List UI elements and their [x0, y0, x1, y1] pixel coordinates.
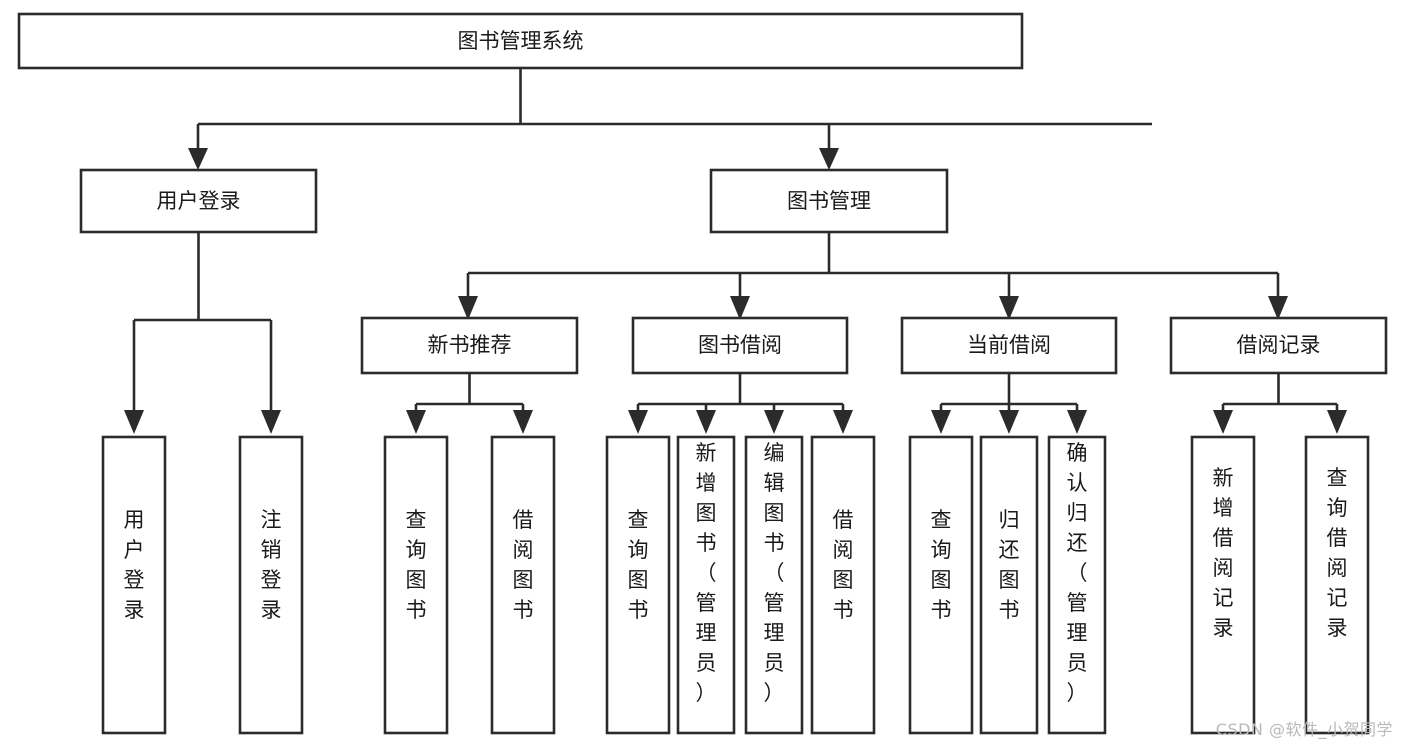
leaf-current-return-book[interactable]: 归还图书	[979, 435, 1039, 735]
connector-user-login-to-leaves	[124, 232, 281, 434]
node-book-management-label: 图书管理	[787, 189, 871, 213]
arrow-head-icon	[458, 296, 478, 320]
node-user-login[interactable]: 用户登录	[79, 168, 318, 234]
leaf-box[interactable]	[810, 435, 876, 735]
arrow-head-icon	[1268, 296, 1288, 320]
leaf-label: 查询图书	[931, 508, 952, 622]
leaf-label: 新增图书（管理员）	[696, 441, 717, 705]
node-new-book-recommend[interactable]: 新书推荐	[360, 316, 579, 375]
leaf-borrow-borrow-book[interactable]: 借阅图书	[810, 435, 876, 735]
arrow-head-icon	[999, 296, 1019, 320]
node-root[interactable]: 图书管理系统	[17, 12, 1024, 70]
arrow-head-icon	[1327, 410, 1347, 434]
leaf-box[interactable]	[238, 435, 304, 735]
arrow-head-icon	[999, 410, 1019, 434]
leaf-box[interactable]	[1190, 435, 1256, 735]
leaf-label: 编辑图书（管理员）	[764, 441, 785, 705]
leaf-label: 查询图书	[406, 508, 427, 622]
arrow-head-icon	[406, 410, 426, 434]
connector-current-borrow-to-leaves	[931, 373, 1087, 434]
arrow-head-icon	[188, 148, 208, 170]
node-user-login-box[interactable]	[79, 168, 318, 234]
arrow-head-icon	[819, 148, 839, 170]
node-root-label: 图书管理系统	[458, 29, 584, 53]
connector-new-book-recommend-to-leaves	[406, 373, 533, 434]
leaf-label: 归还图书	[999, 508, 1020, 622]
leaf-label: 确认归还（管理员）	[1067, 441, 1088, 705]
leaf-label: 新增借阅记录	[1213, 466, 1234, 640]
arrow-head-icon	[730, 296, 750, 320]
leaf-record-add-record[interactable]: 新增借阅记录	[1190, 435, 1256, 735]
arrow-head-icon	[124, 410, 144, 434]
connector-borrow-record-to-leaves	[1213, 373, 1347, 434]
node-book-borrow-label: 图书借阅	[698, 333, 782, 357]
connector-book-management-to-level2	[458, 232, 1288, 320]
leaf-box[interactable]	[1304, 435, 1370, 735]
leaf-user-login-logout[interactable]: 注销登录	[238, 435, 304, 735]
arrow-head-icon	[833, 410, 853, 434]
connector-book-borrow-to-leaves	[628, 373, 853, 434]
leaf-borrow-edit-book-admin[interactable]: 编辑图书（管理员）	[744, 435, 804, 735]
leaf-label: 查询借阅记录	[1327, 466, 1348, 640]
node-current-borrow-label: 当前借阅	[967, 333, 1051, 357]
arrow-head-icon	[696, 410, 716, 434]
leaf-label: 借阅图书	[833, 508, 854, 622]
leaf-borrow-add-book-admin[interactable]: 新增图书（管理员）	[676, 435, 736, 735]
leaf-new-book-borrow[interactable]: 借阅图书	[490, 435, 556, 735]
leaf-box[interactable]	[1047, 435, 1107, 735]
leaf-box[interactable]	[101, 435, 167, 735]
node-new-book-recommend-box[interactable]	[360, 316, 579, 375]
arrow-head-icon	[764, 410, 784, 434]
node-current-borrow[interactable]: 当前借阅	[900, 316, 1118, 375]
leaf-new-book-query[interactable]: 查询图书	[383, 435, 449, 735]
connector-root-to-level1	[188, 68, 1152, 170]
leaf-label: 用户登录	[124, 508, 145, 622]
node-borrow-record[interactable]: 借阅记录	[1169, 316, 1388, 375]
node-book-management[interactable]: 图书管理	[709, 168, 949, 234]
node-user-login-label: 用户登录	[157, 189, 241, 213]
arrow-head-icon	[628, 410, 648, 434]
node-root-box[interactable]	[17, 12, 1024, 70]
leaf-record-query-record[interactable]: 查询借阅记录	[1304, 435, 1370, 735]
leaf-box[interactable]	[490, 435, 556, 735]
leaf-box[interactable]	[979, 435, 1039, 735]
leaf-box[interactable]	[908, 435, 974, 735]
node-current-borrow-box[interactable]	[900, 316, 1118, 375]
leaf-label: 查询图书	[628, 508, 649, 622]
node-book-borrow[interactable]: 图书借阅	[631, 316, 849, 375]
node-new-book-recommend-label: 新书推荐	[428, 333, 512, 357]
leaf-box[interactable]	[605, 435, 671, 735]
arrow-head-icon	[261, 410, 281, 434]
arrow-head-icon	[1213, 410, 1233, 434]
leaf-borrow-query-book[interactable]: 查询图书	[605, 435, 671, 735]
node-borrow-record-label: 借阅记录	[1237, 333, 1321, 357]
leaf-user-login-login[interactable]: 用户登录	[101, 435, 167, 735]
leaf-current-confirm-return-admin[interactable]: 确认归还（管理员）	[1047, 435, 1107, 735]
leaf-label: 借阅图书	[513, 508, 534, 622]
leaf-current-query-book[interactable]: 查询图书	[908, 435, 974, 735]
leaf-box[interactable]	[744, 435, 804, 735]
leaf-box[interactable]	[383, 435, 449, 735]
arrow-head-icon	[1067, 410, 1087, 434]
arrow-head-icon	[513, 410, 533, 434]
arrow-head-icon	[931, 410, 951, 434]
leaf-box[interactable]	[676, 435, 736, 735]
leaf-label: 注销登录	[261, 508, 282, 622]
